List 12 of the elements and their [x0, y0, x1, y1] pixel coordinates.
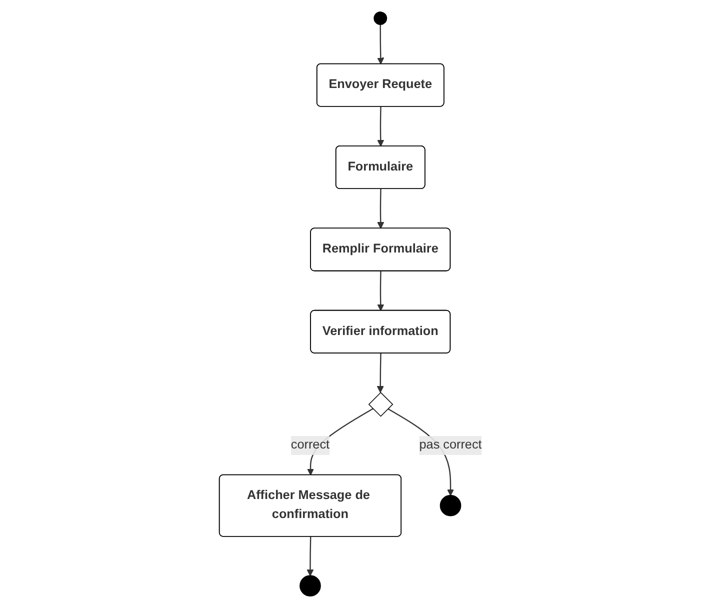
- arrow: [377, 353, 384, 393]
- node-circle: [440, 494, 462, 516]
- arrow: [307, 536, 314, 576]
- arrow: [378, 188, 385, 229]
- node-circle: [374, 12, 388, 25]
- node-circle: [300, 575, 322, 596]
- arrow: [378, 24, 385, 64]
- arrow: [378, 271, 385, 312]
- edge-label: correct: [291, 438, 330, 452]
- node-diamond: [368, 392, 394, 417]
- arrow: [378, 106, 385, 147]
- edge-label: pas correct: [420, 438, 482, 452]
